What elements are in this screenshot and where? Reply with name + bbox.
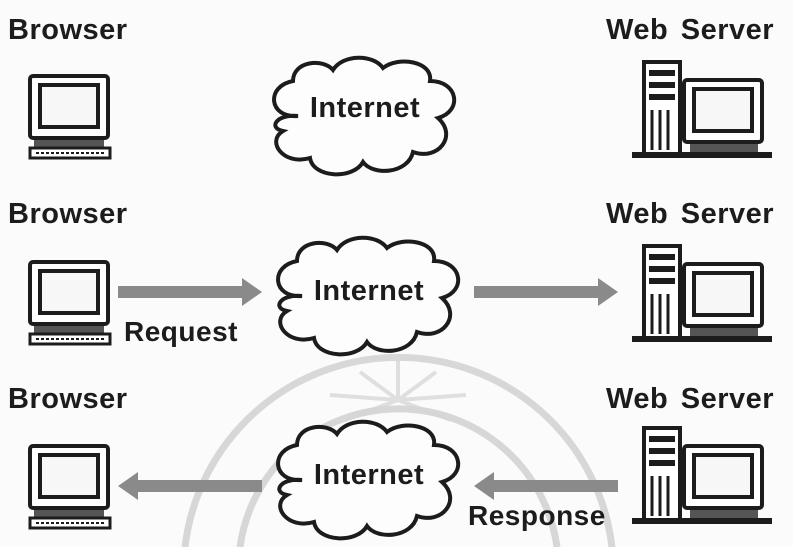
response-arrow-to-internet xyxy=(474,472,618,500)
internet-label: Internet xyxy=(313,275,425,307)
internet-label: Internet xyxy=(313,459,425,491)
internet-cloud-icon xyxy=(272,55,457,177)
browser-computer-icon xyxy=(28,74,112,160)
request-arrow-to-server xyxy=(474,278,618,306)
web-server-icon xyxy=(632,426,772,524)
web-server-label: Web Server xyxy=(606,198,775,230)
web-server-label: Web Server xyxy=(606,14,775,46)
request-arrow-to-internet xyxy=(118,278,262,306)
internet-cloud-icon xyxy=(276,419,461,541)
browser-computer-icon xyxy=(28,260,112,346)
internet-label: Internet xyxy=(309,92,421,124)
request-label: Request xyxy=(124,316,238,347)
response-arrow-to-browser xyxy=(118,472,262,500)
web-server-icon xyxy=(632,60,772,158)
browser-label: Browser xyxy=(8,198,128,230)
web-server-icon xyxy=(632,244,772,342)
browser-computer-icon xyxy=(28,444,112,530)
browser-label: Browser xyxy=(8,14,128,46)
browser-label: Browser xyxy=(8,383,128,415)
web-server-label: Web Server xyxy=(606,383,775,415)
internet-cloud-icon xyxy=(276,235,461,357)
response-label: Response xyxy=(468,500,606,531)
